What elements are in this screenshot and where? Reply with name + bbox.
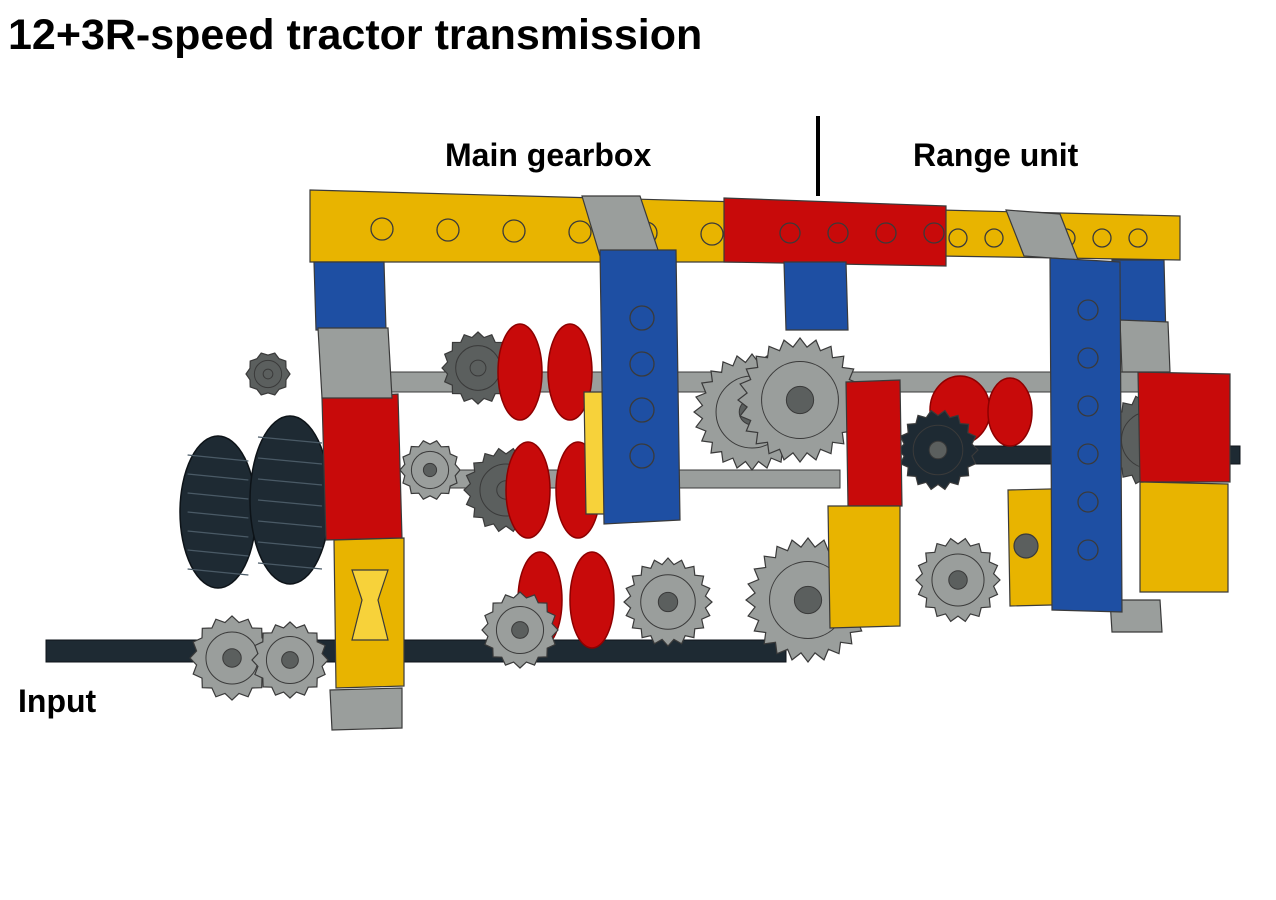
front-parts xyxy=(189,249,1231,731)
block-yellow-slot xyxy=(351,569,389,641)
block-red-right xyxy=(1137,371,1231,483)
beam-hole xyxy=(984,228,1004,248)
section-divider xyxy=(816,116,820,196)
beam-hole xyxy=(875,222,897,244)
gear-range-black-ring xyxy=(912,424,964,476)
beam-hole xyxy=(629,443,655,469)
beam-hole xyxy=(1077,491,1099,513)
beam-hole xyxy=(436,218,460,242)
beam-hole xyxy=(629,351,655,377)
range-unit-label: Range unit xyxy=(913,137,1079,173)
gear-input-hub xyxy=(511,621,529,639)
tyre-right-tread xyxy=(257,562,323,570)
beam-hole xyxy=(370,217,394,241)
gear-small-middle-hub xyxy=(422,462,438,478)
tyre-left-tread xyxy=(187,530,249,538)
gear-large-upper-b xyxy=(737,337,863,463)
gear-medium-lower-ring xyxy=(640,574,696,630)
gear-input-right-hub xyxy=(281,651,299,669)
gear-dark-upper xyxy=(441,331,515,405)
frame xyxy=(309,189,1181,341)
gear-range-lower-ring xyxy=(931,553,985,607)
block-gray-bottom xyxy=(329,687,403,731)
gear-dark-upper-hub xyxy=(469,359,487,377)
beam-hole xyxy=(827,222,849,244)
block-gray-right-bottom xyxy=(1109,599,1163,633)
post-middle xyxy=(783,261,849,331)
gear-input xyxy=(481,591,559,669)
gear-medium-lower xyxy=(623,557,713,647)
beam-hole xyxy=(1077,539,1099,561)
beam-hole xyxy=(1128,228,1148,248)
tyre-left-tread xyxy=(187,473,249,481)
block-red-middle xyxy=(845,379,903,507)
clutch-ring xyxy=(505,441,551,539)
gear-input-left-hub xyxy=(222,648,242,668)
gear-input-left xyxy=(189,615,275,701)
tyre-left-tread xyxy=(187,549,249,557)
tyre-left-tread xyxy=(187,568,249,576)
gear-large-upper-b-hub xyxy=(785,385,815,415)
gear-input-ring xyxy=(495,605,545,655)
tyre-right-tread xyxy=(257,541,323,549)
clutch-ring-range xyxy=(987,377,1033,447)
beam-hole xyxy=(923,222,945,244)
input-label: Input xyxy=(18,683,97,719)
beam-hole xyxy=(1092,228,1112,248)
beam-hole xyxy=(629,305,655,331)
beam-hole xyxy=(629,397,655,423)
post-left xyxy=(313,261,387,331)
gear-small-dark-hub xyxy=(262,368,274,380)
gear-input-right xyxy=(251,621,329,699)
beam-blue-right xyxy=(1049,257,1123,613)
gear-large-upper-b-ring xyxy=(761,361,839,439)
beam-hole xyxy=(1077,299,1099,321)
tyre-left-tread xyxy=(187,492,249,500)
beam-hole xyxy=(1077,395,1099,417)
block-yellow-middle xyxy=(827,505,901,629)
top-beam-red xyxy=(723,197,947,267)
gear-range-lower xyxy=(915,537,1001,623)
tyre-right-tread xyxy=(257,436,323,444)
clutch-ring xyxy=(547,323,593,421)
clutch-ring xyxy=(497,323,543,421)
beam-hole xyxy=(1077,443,1099,465)
gear-small-dark-ring xyxy=(253,359,283,389)
gear-small-middle-ring xyxy=(410,450,450,490)
gear-input-right-ring xyxy=(265,635,315,685)
axle-hole-cross xyxy=(1013,533,1039,559)
gear-range-black-hub xyxy=(928,440,948,460)
tyre-left-tread xyxy=(187,511,249,519)
block-red-left xyxy=(321,393,403,541)
beam-hole xyxy=(502,219,526,243)
beam-hole xyxy=(700,222,724,246)
gear-small-dark xyxy=(245,352,291,396)
block-gray-right xyxy=(1119,319,1171,373)
gear-large-lower-hub xyxy=(793,585,823,615)
gear-medium-lower-hub xyxy=(657,591,679,613)
main-gearbox-label: Main gearbox xyxy=(445,137,652,173)
tyre-left xyxy=(179,435,257,589)
input-axle xyxy=(45,639,787,663)
beam-blue-middle xyxy=(599,249,681,525)
tyre-left-tread xyxy=(187,454,249,462)
beam-hole xyxy=(1077,347,1099,369)
beam-hole xyxy=(779,222,801,244)
tyre-right-tread xyxy=(257,457,323,465)
beam-hole xyxy=(568,220,592,244)
gear-small-middle xyxy=(399,440,461,500)
clutch-ring xyxy=(569,551,615,649)
block-gray-left xyxy=(317,327,393,399)
diagram-title: 12+3R-speed tractor transmission xyxy=(8,11,703,59)
block-yellow-right xyxy=(1139,481,1229,593)
beam-hole xyxy=(948,228,968,248)
tyre-right-tread xyxy=(257,499,323,507)
tyre-right-tread xyxy=(257,520,323,528)
tyre-right-tread xyxy=(257,478,323,486)
tyre-right xyxy=(249,415,331,585)
gear-range-lower-hub xyxy=(948,570,968,590)
